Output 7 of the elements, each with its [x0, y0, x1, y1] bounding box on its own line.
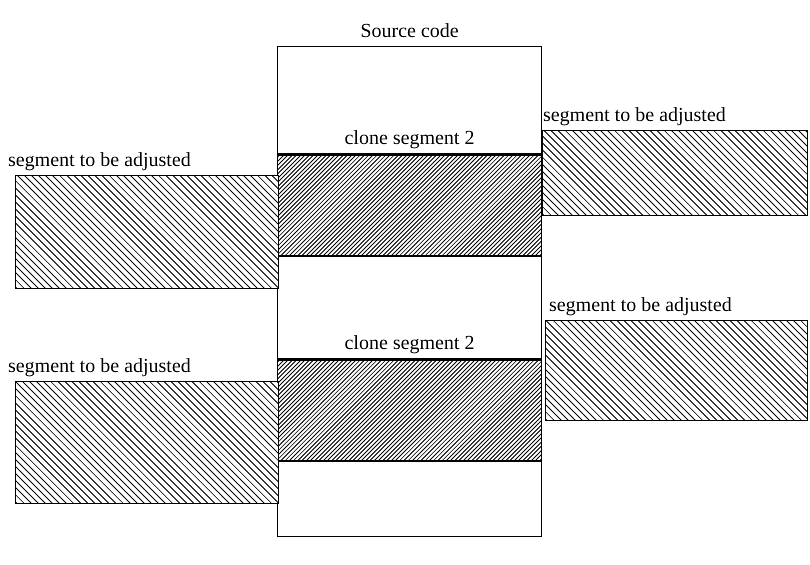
segment-label: Source code [360, 21, 459, 41]
segment-label: clone segment 2 [344, 128, 474, 148]
segment-label: segment to be adjusted [543, 105, 726, 125]
segment-label: clone segment 2 [344, 333, 474, 353]
segment-label: segment to be adjusted [8, 150, 191, 170]
segment-label: segment to be adjusted [8, 356, 191, 376]
segment-label: segment to be adjusted [549, 295, 732, 315]
